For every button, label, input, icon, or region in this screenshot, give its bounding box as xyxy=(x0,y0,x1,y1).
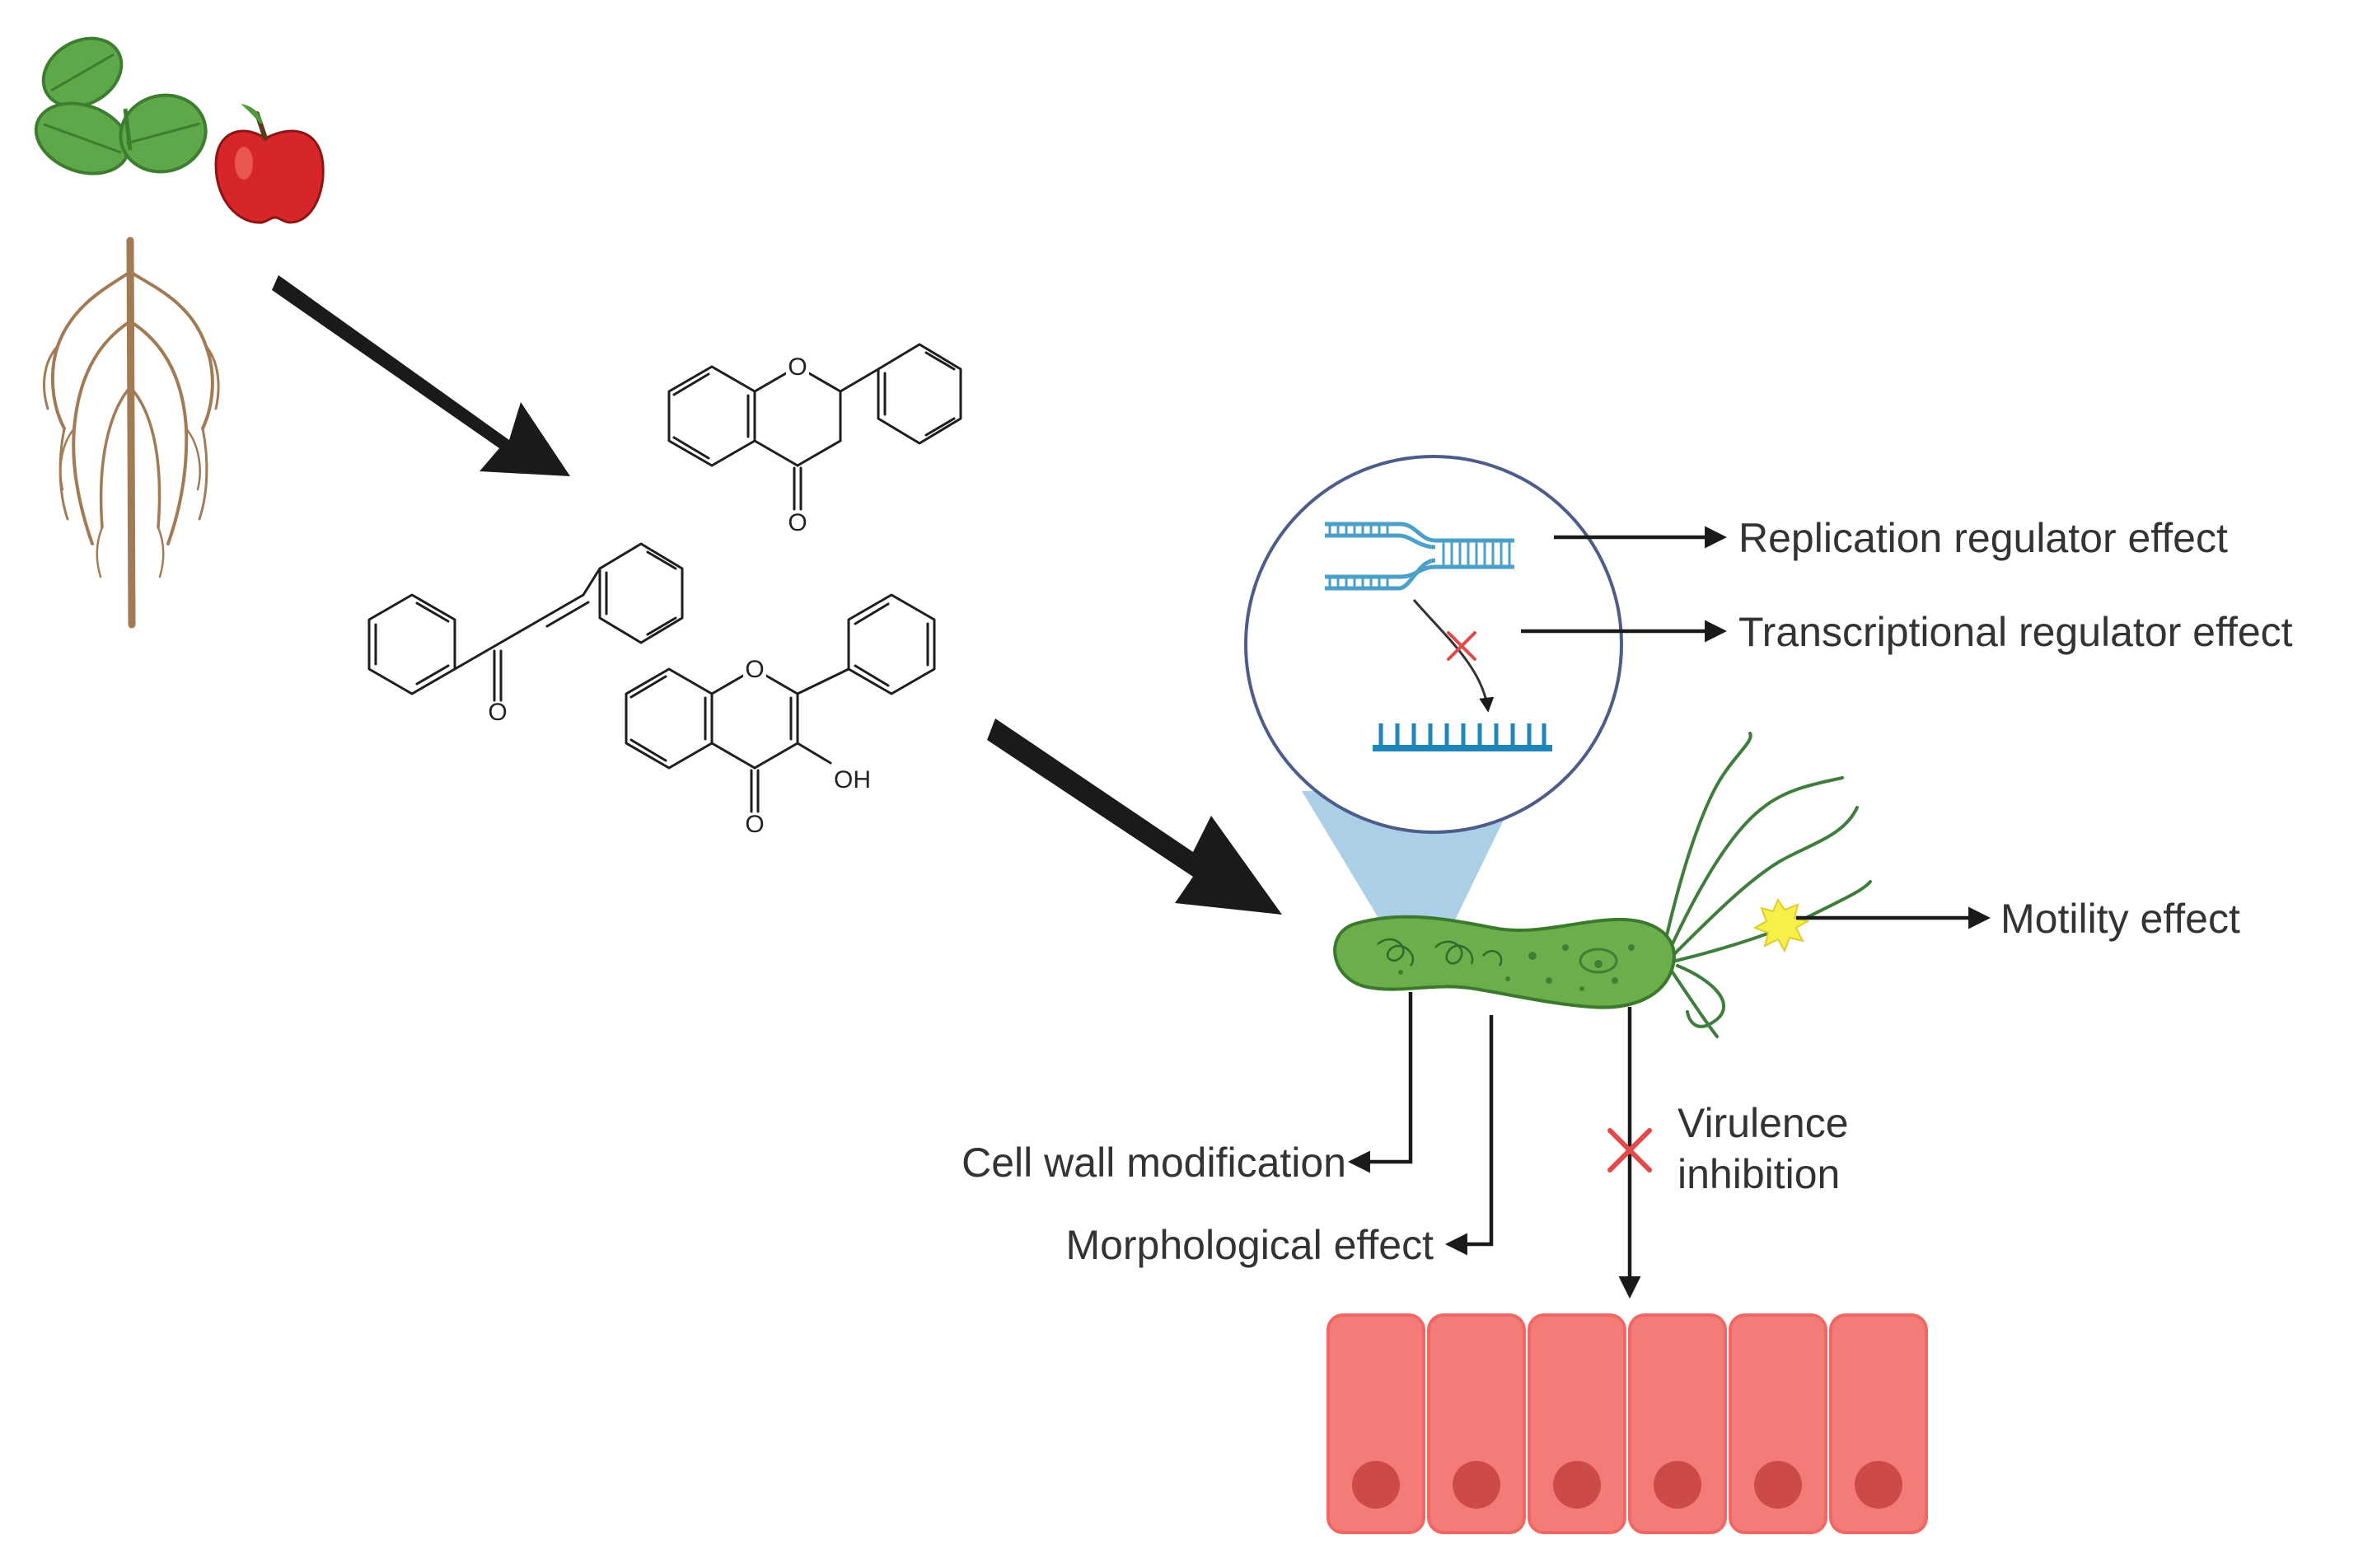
flagella-icon xyxy=(1663,732,1872,1038)
leaves-icon xyxy=(34,36,208,176)
flavonol-ring-oxygen-label: O xyxy=(745,656,764,683)
zoom-cone xyxy=(1302,791,1518,966)
apple-icon xyxy=(214,104,325,224)
magnifier-circle xyxy=(1244,455,1623,834)
epithelial-cells-icon xyxy=(1327,1313,1928,1534)
morphological-label: Morphological effect xyxy=(1065,1222,1434,1268)
flavanone-oxygen-label: O xyxy=(788,353,807,381)
arrow-icon xyxy=(272,275,570,476)
flavonol-structure: O O OH xyxy=(625,593,936,838)
flavonol-carbonyl-label: O xyxy=(745,811,764,838)
virulence-label-line1: Virulence xyxy=(1677,1100,1849,1146)
transcription-arrow xyxy=(1412,599,1495,713)
chalcone-structure: O xyxy=(367,542,684,726)
inhibition-x-icon xyxy=(1607,1128,1652,1172)
flavanone-structure: O O xyxy=(667,343,962,536)
root-icon xyxy=(43,236,220,629)
cell-wall-arrow xyxy=(1347,992,1413,1173)
bacterium-icon xyxy=(1333,915,1676,1009)
arrow-icon xyxy=(987,718,1282,915)
morphological-arrow xyxy=(1444,1015,1494,1256)
replication-label: Replication regulator effect xyxy=(1738,515,2228,561)
chalcone-carbonyl-label: O xyxy=(488,699,507,726)
flavonol-hydroxyl-label: OH xyxy=(834,766,871,793)
transcription-label: Transcriptional regulator effect xyxy=(1738,609,2293,655)
virulence-label-line2: inhibition xyxy=(1677,1151,1840,1197)
dna-replication-fork-icon xyxy=(1325,522,1514,591)
flavanone-carbonyl-label: O xyxy=(788,509,807,536)
rna-strand-icon xyxy=(1373,723,1552,751)
motility-star-icon xyxy=(1752,897,1810,953)
inhibition-x-icon xyxy=(1447,631,1476,661)
motility-label: Motility effect xyxy=(2000,896,2240,942)
cell-wall-label: Cell wall modification xyxy=(962,1140,1346,1186)
